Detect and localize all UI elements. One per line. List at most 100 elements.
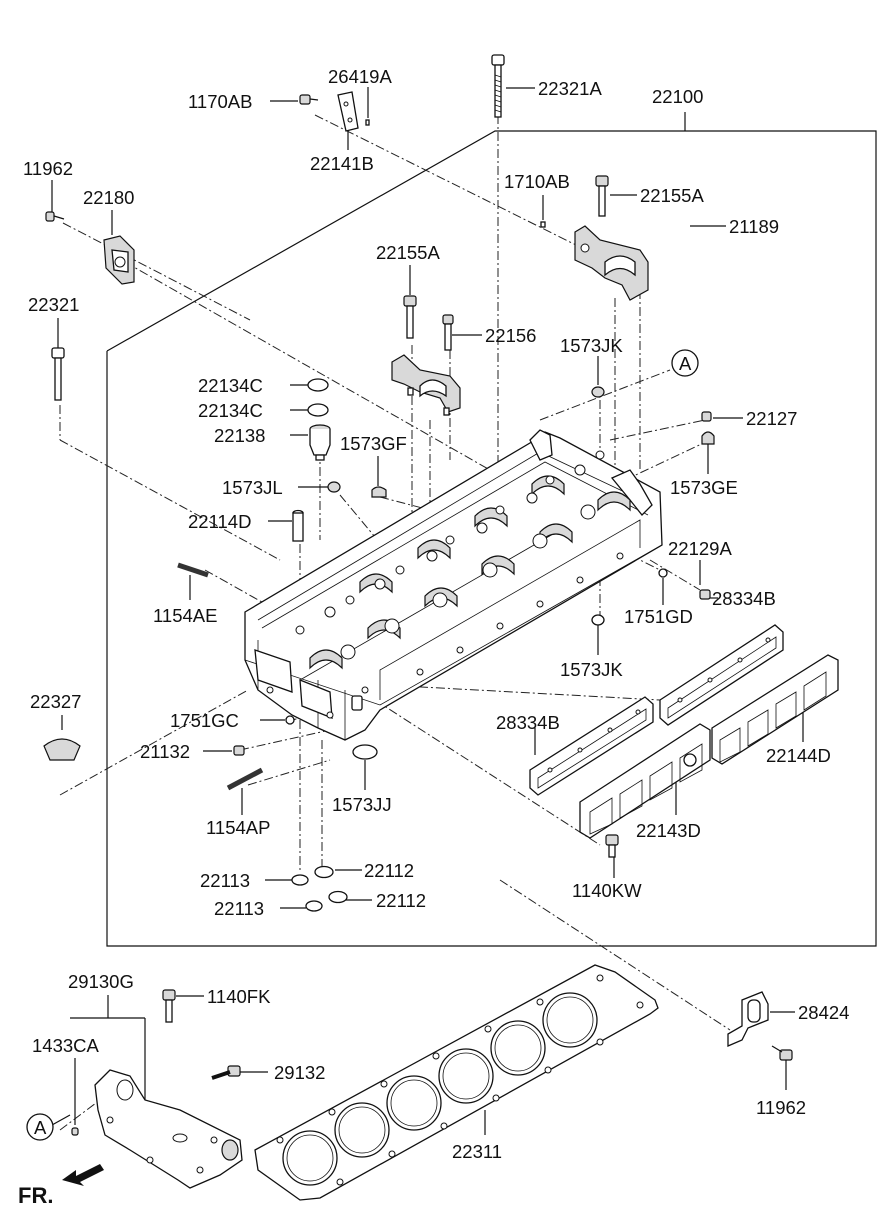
- label-29130g: 29130G: [68, 971, 134, 992]
- label-11962-top: 11962: [23, 158, 73, 179]
- label-22129a: 22129A: [668, 538, 732, 559]
- pin-1710ab: [540, 221, 546, 228]
- circle-marker-a-top: [671, 349, 699, 377]
- label-1140fk: 1140FK: [207, 986, 271, 1007]
- bracket-28424: [727, 991, 769, 1047]
- bolt-22155a-top: [595, 175, 609, 217]
- bolt-1140kw: [605, 834, 619, 858]
- bracket-22180: [103, 235, 135, 285]
- bolt-1170ab: [299, 94, 319, 105]
- label-22141b: 22141B: [310, 153, 374, 174]
- seal-ring-22134c-1: [307, 378, 329, 392]
- label-22112-1: 22112: [364, 860, 414, 881]
- seal-22112-2: [328, 890, 348, 904]
- head-gasket-22311: [254, 964, 659, 1201]
- label-22321: 22321: [28, 294, 79, 315]
- label-28334b-mid: 28334B: [496, 712, 560, 733]
- bolt-22129a: [699, 589, 711, 600]
- label-22134c-2: 22134C: [198, 400, 263, 421]
- label-1573ge: 1573GE: [670, 477, 738, 498]
- pin-26419a: [365, 119, 370, 126]
- plug-1573jk-bot: [591, 614, 605, 626]
- cylinder-head-22100: [244, 429, 663, 741]
- label-1751gc: 1751GC: [170, 710, 239, 731]
- cover-29130g: [94, 1069, 243, 1189]
- label-1573jj: 1573JJ: [332, 794, 392, 815]
- seal-22113-1: [291, 874, 309, 886]
- assembly-frame: [106, 130, 877, 947]
- gasket-28334b-lower: [529, 696, 654, 796]
- label-a-top: A: [679, 353, 692, 374]
- bolt-21132: [233, 745, 245, 756]
- stud-1154ae: [177, 562, 209, 578]
- label-1573jk-top: 1573JK: [560, 335, 623, 356]
- bolt-1140fk: [162, 989, 176, 1023]
- leader-lines: [51, 87, 804, 1135]
- bolt-29132: [211, 1065, 241, 1080]
- bolt-22321: [51, 347, 65, 401]
- manifold-22144d: [711, 654, 839, 765]
- label-22156: 22156: [485, 325, 536, 346]
- label-1573gf: 1573GF: [340, 433, 407, 454]
- label-1751gd: 1751GD: [624, 606, 693, 627]
- label-1154ae: 1154AE: [153, 605, 217, 626]
- label-22112-2: 22112: [376, 890, 426, 911]
- label-1710ab: 1710AB: [504, 171, 570, 192]
- label-22327: 22327: [30, 691, 81, 712]
- part-labels: 26419A 1170AB 22141B 22321A 22100 11962 …: [18, 66, 849, 1208]
- bolt-22155a-mid: [403, 295, 417, 339]
- cam-bracket-21189: [574, 225, 649, 301]
- label-21132: 21132: [140, 741, 190, 762]
- label-22138: 22138: [214, 425, 265, 446]
- circle-marker-a-bottom: [26, 1113, 54, 1141]
- plug-1573jj: [352, 744, 378, 760]
- label-22155a-mid: 22155A: [376, 242, 440, 263]
- bolt-22321a: [491, 54, 505, 118]
- gasket-28334b-upper: [659, 624, 784, 726]
- bolt-11962-bot: [771, 1045, 793, 1061]
- injector-sleeve-22138: [309, 424, 331, 461]
- label-29132: 29132: [274, 1062, 325, 1083]
- plug-22327: [43, 738, 81, 761]
- label-22143d: 22143D: [636, 820, 701, 841]
- label-22180: 22180: [83, 187, 134, 208]
- manifold-22143d: [579, 723, 711, 839]
- label-22321a: 22321A: [538, 78, 602, 99]
- seal-22113-2: [305, 900, 323, 912]
- stud-1154ap: [226, 767, 264, 791]
- front-arrow-icon: [62, 1164, 104, 1186]
- label-22114d: 22114D: [188, 511, 251, 532]
- tube-22114d: [292, 509, 304, 542]
- label-1573jk-bot: 1573JK: [560, 659, 623, 680]
- pin-1433ca: [71, 1127, 79, 1136]
- washer-1751gc: [285, 715, 295, 725]
- plug-1573gf: [371, 486, 387, 498]
- label-22127: 22127: [746, 408, 797, 429]
- seal-ring-22134c-2: [307, 403, 329, 417]
- washer-1751gd: [658, 568, 668, 578]
- cap-1573ge: [701, 431, 715, 445]
- label-28334b-top: 28334B: [712, 588, 776, 609]
- label-22144d: 22144D: [766, 745, 831, 766]
- label-22113-2: 22113: [214, 898, 264, 919]
- bracket-22141b: [337, 91, 359, 132]
- plug-1573jk-top: [591, 386, 605, 398]
- cam-cap-bracket: [391, 354, 461, 416]
- label-1140kw: 1140KW: [572, 880, 642, 901]
- bolt-11962-top: [45, 211, 65, 222]
- plug-1573jl: [327, 481, 341, 493]
- label-22100: 22100: [652, 86, 703, 107]
- label-1433ca: 1433CA: [32, 1035, 100, 1056]
- label-22134c-1: 22134C: [198, 375, 263, 396]
- seal-22112-1: [314, 865, 334, 879]
- label-11962-bot: 11962: [756, 1097, 806, 1118]
- plug-22127: [701, 411, 712, 422]
- bolt-22156: [442, 314, 454, 351]
- label-22155a-top: 22155A: [640, 185, 704, 206]
- front-label: FR.: [18, 1183, 53, 1208]
- label-a-bottom: A: [34, 1117, 47, 1138]
- label-1154ap: 1154AP: [206, 817, 270, 838]
- label-22311: 22311: [452, 1141, 502, 1162]
- label-1170ab: 1170AB: [188, 91, 252, 112]
